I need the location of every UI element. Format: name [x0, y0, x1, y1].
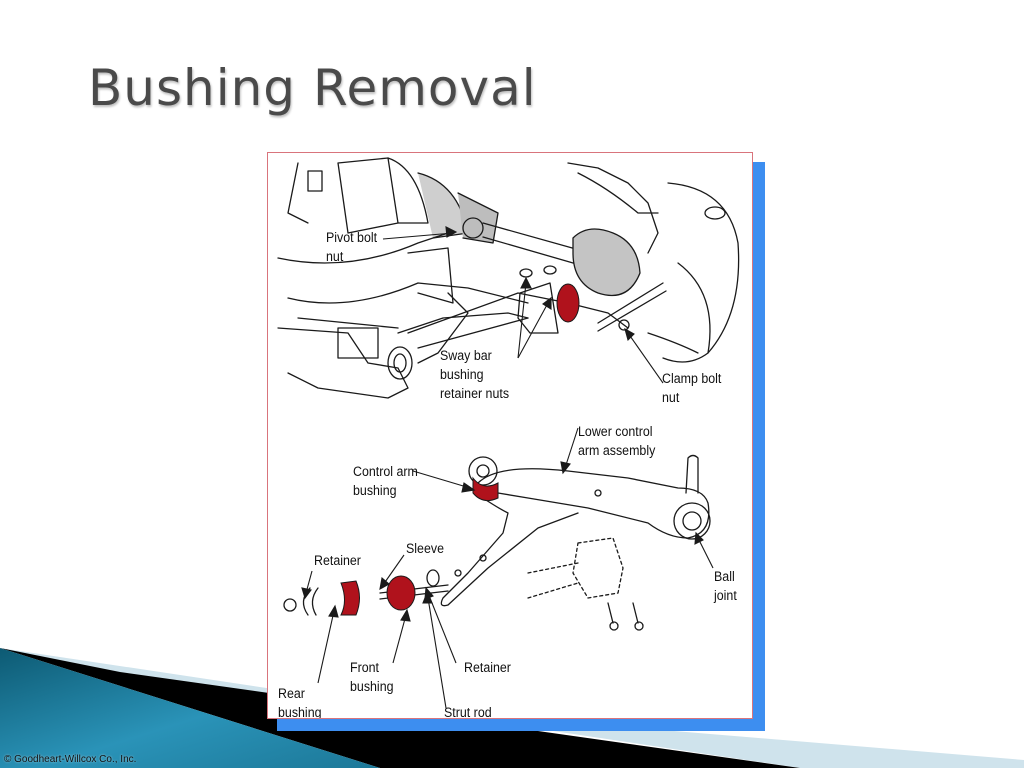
suspension-diagram-figure: Pivot bolt nut Sway bar bushing retainer…: [267, 152, 753, 719]
callout-sway-bar-bushing-retainer-nuts: Sway bar bushing retainer nuts: [440, 348, 510, 401]
callout-retainer-front: Retainer: [464, 660, 511, 675]
sway-bar-bracket-illustration: [517, 265, 559, 334]
black-band-wedge: [0, 648, 800, 768]
suspension-line-art: [277, 157, 740, 709]
callout-leaders: [301, 226, 714, 709]
sway-bar-bushing-highlight: [556, 283, 580, 323]
callout-strut-rod: Strut rod: [444, 705, 492, 719]
callout-ball-joint: Ball joint: [714, 569, 737, 603]
dashed-bushing-outline: [527, 537, 624, 599]
front-bushing-highlight: [386, 575, 416, 611]
copyright-notice: © Goodheart-Willcox Co., Inc.: [4, 754, 137, 765]
callout-sleeve: Sleeve: [406, 541, 444, 556]
callout-control-arm-bushing: Control arm bushing: [353, 464, 418, 498]
callout-front-bushing: Front bushing: [350, 660, 394, 694]
highlighted-bushings: [340, 283, 580, 616]
drive-axle-illustration: [287, 157, 740, 363]
teal-wedge: [0, 648, 380, 768]
callout-rear-bushing: Rear bushing: [278, 686, 322, 719]
slide-title: Bushing Removal: [88, 59, 537, 117]
callout-lower-control-arm-assembly: Lower control arm assembly: [578, 424, 656, 458]
callout-retainer-rear: Retainer: [314, 553, 361, 568]
control-arm-bushing-highlight: [472, 476, 499, 502]
callout-pivot-bolt-nut: Pivot bolt nut: [326, 230, 378, 264]
callout-clamp-bolt-nut: Clamp bolt nut: [662, 371, 722, 405]
rear-bushing-highlight: [340, 580, 360, 616]
pale-blue-wedge: [0, 648, 1024, 768]
